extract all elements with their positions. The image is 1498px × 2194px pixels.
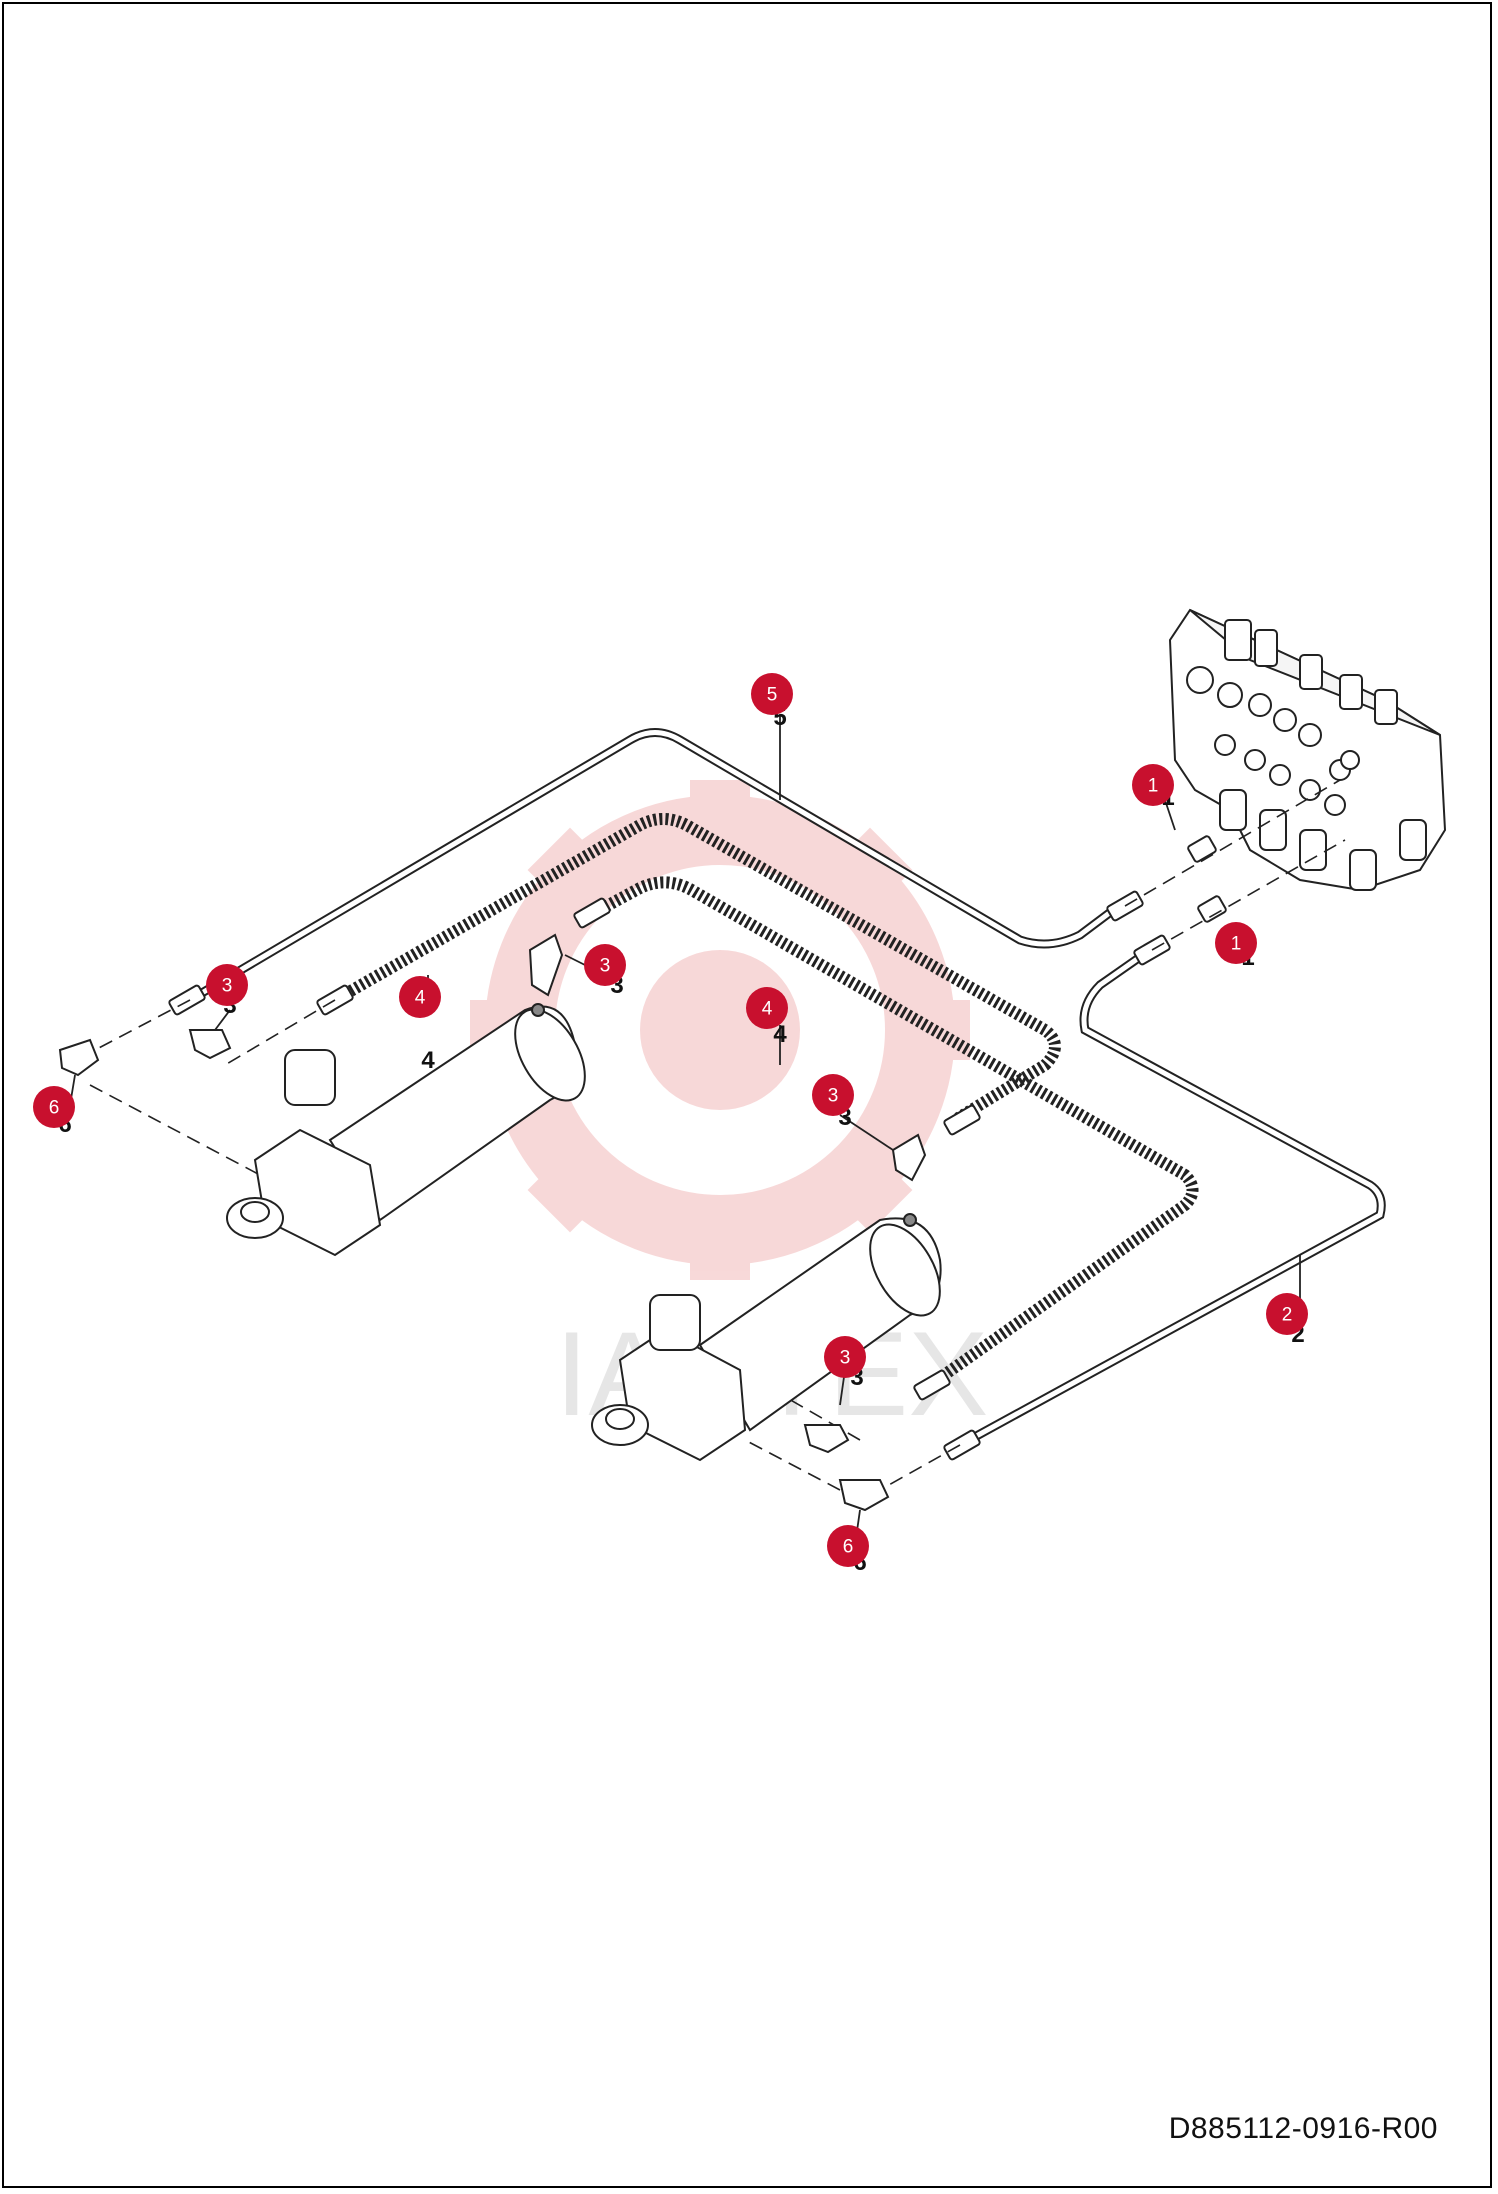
svg-text:3: 3 — [600, 956, 611, 977]
watermark-gear-tooth — [690, 780, 750, 850]
valve-spool-caps — [1224, 619, 1398, 725]
callout-badge-4[interactable]: 4 — [399, 976, 441, 1018]
svg-text:6: 6 — [49, 1098, 60, 1119]
elbow-3-lower — [803, 1424, 850, 1454]
cylinder-2 — [591, 1213, 942, 1462]
cylinder-1-port — [531, 1003, 545, 1017]
hose-4-inner — [587, 876, 1199, 1390]
svg-text:5: 5 — [767, 685, 778, 706]
cylinder-2-port — [903, 1213, 917, 1227]
svg-text:4: 4 — [762, 999, 773, 1020]
callout-badge-3[interactable]: 3 — [584, 944, 626, 986]
cylinder-2-eye-hole — [605, 1408, 635, 1430]
cylinder-2-top-boss — [649, 1294, 701, 1351]
plain-number: 4 — [773, 1021, 787, 1048]
callout-badge-3[interactable]: 3 — [824, 1336, 866, 1378]
cylinder-1-top-boss — [284, 1049, 336, 1106]
cylinder-1 — [226, 1003, 586, 1257]
tube-2-inner — [957, 947, 1384, 1448]
callout-badge-3[interactable]: 3 — [812, 1074, 854, 1116]
tube-2 — [955, 945, 1386, 1450]
callout-badges: 1 1 2 3 3 3 3 4 — [33, 673, 1308, 1567]
callout-badge-6[interactable]: 6 — [33, 1086, 75, 1128]
elbow-6-left — [58, 1038, 100, 1077]
callout-badge-1[interactable]: 1 — [1132, 764, 1174, 806]
plain-number: 4 — [421, 1047, 435, 1074]
watermark-gear-tooth — [690, 1210, 750, 1280]
svg-text:3: 3 — [222, 976, 233, 997]
svg-text:2: 2 — [1282, 1305, 1293, 1326]
document-code: D885112-0916-R00 — [1168, 2112, 1438, 2145]
svg-text:6: 6 — [843, 1537, 854, 1558]
tube-5-inner — [187, 730, 1123, 1003]
svg-text:1: 1 — [1148, 776, 1159, 797]
elbow-3-upper — [528, 933, 564, 997]
svg-text:3: 3 — [828, 1086, 839, 1107]
watermark-gear-tooth — [527, 827, 613, 913]
callout-badge-2[interactable]: 2 — [1266, 1293, 1308, 1335]
svg-text:4: 4 — [415, 988, 426, 1009]
svg-text:3: 3 — [840, 1348, 851, 1369]
watermark-gear-tooth — [827, 827, 913, 913]
svg-text:1: 1 — [1231, 934, 1242, 955]
dashed-connection-lines — [89, 779, 1346, 1491]
elbow-3-left — [188, 1029, 232, 1060]
cylinder-2-end-cap — [869, 1223, 941, 1317]
callout-badge-3[interactable]: 3 — [206, 964, 248, 1006]
callout-badge-6[interactable]: 6 — [827, 1525, 869, 1567]
elbow-6-lower — [838, 1479, 890, 1512]
callout-badge-1[interactable]: 1 — [1215, 922, 1257, 964]
cylinder-1-eye-hole — [240, 1201, 270, 1223]
elbow-3-right — [891, 1133, 927, 1182]
control-valve — [1168, 608, 1447, 892]
cylinder-1-end-cap — [514, 1008, 586, 1102]
hose-4-outer — [332, 813, 1061, 1126]
fitting-1-group — [1187, 835, 1227, 923]
callout-badge-5[interactable]: 5 — [751, 673, 793, 715]
valve-bottom-bosses — [1219, 789, 1427, 891]
elbow-fittings — [58, 933, 927, 1512]
callout-badge-4[interactable]: 4 — [746, 987, 788, 1029]
